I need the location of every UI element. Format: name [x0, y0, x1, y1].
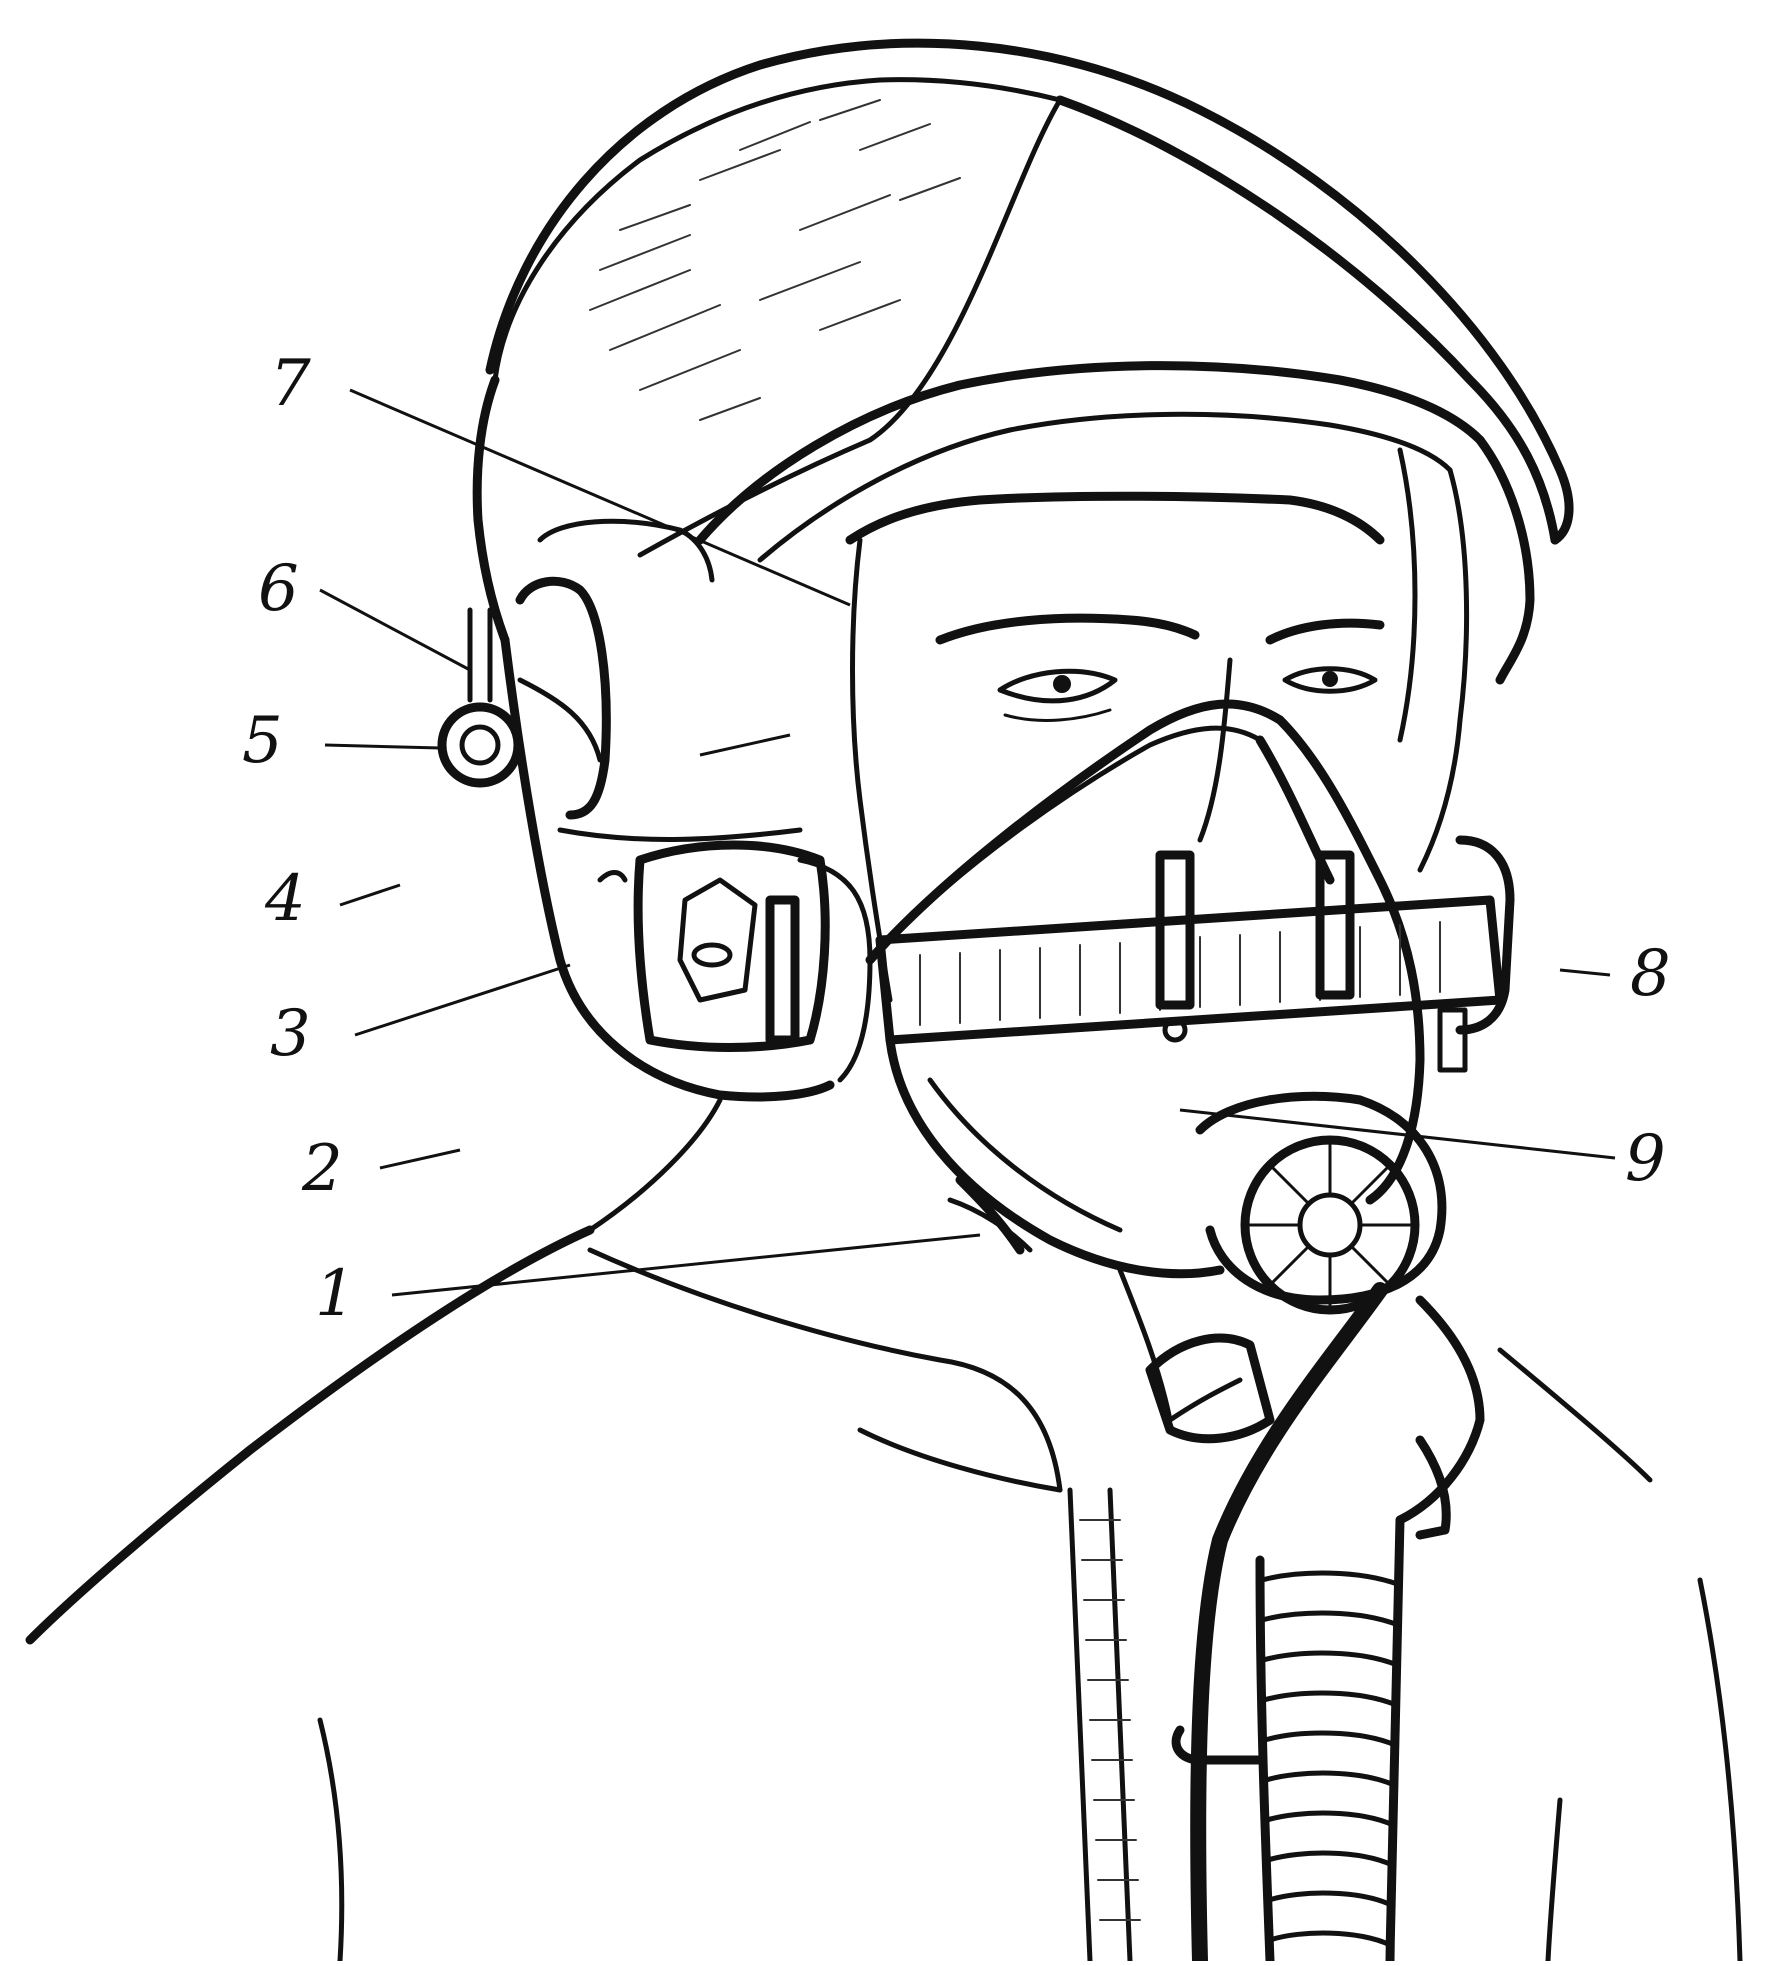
oxygen-mask — [870, 704, 1510, 1310]
callout-9: 9 — [1625, 1122, 1666, 1196]
leader-3 — [355, 965, 570, 1035]
callout-2: 2 — [301, 1132, 343, 1206]
leader-4 — [340, 885, 400, 905]
leader-7 — [350, 390, 850, 605]
helmet-side-earpiece — [442, 380, 870, 1097]
callout-5: 5 — [242, 704, 283, 778]
leader-5 — [325, 745, 440, 748]
callout-3: 3 — [270, 997, 311, 1071]
leader-8 — [1560, 970, 1610, 975]
leader-2 — [380, 1150, 460, 1168]
callout-1: 1 — [315, 1257, 356, 1331]
leader-1 — [392, 1235, 980, 1295]
callout-7: 7 — [270, 347, 311, 421]
body-suit — [30, 1100, 1740, 1961]
leader-lines — [320, 390, 1615, 1295]
callout-6: 6 — [258, 552, 299, 626]
oxygen-hose — [1150, 1290, 1480, 1961]
callout-8: 8 — [1630, 937, 1671, 1011]
callout-4: 4 — [264, 862, 306, 936]
helmet-shell — [490, 43, 1569, 870]
leader-6 — [320, 590, 470, 670]
earphone-knob — [442, 707, 518, 783]
